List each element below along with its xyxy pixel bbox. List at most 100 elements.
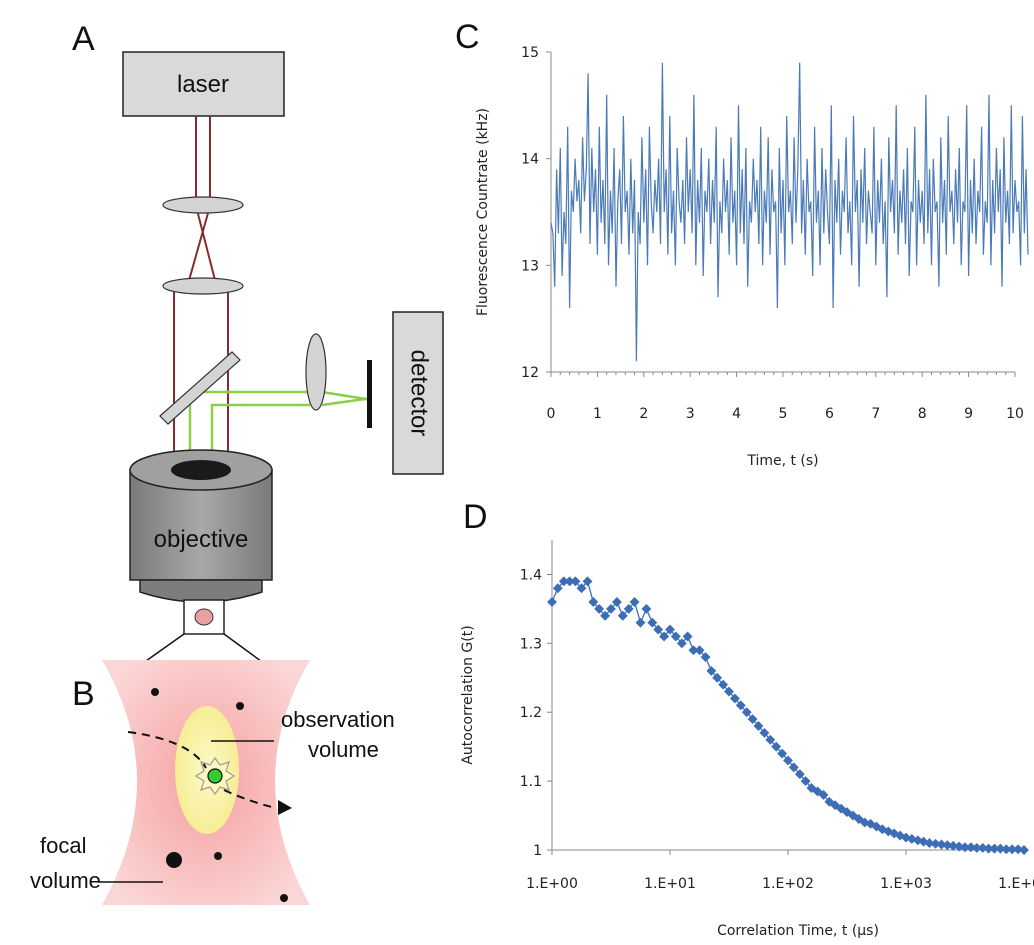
autocorrelation-point: [818, 789, 829, 800]
y-axis-label: Fluorescence Countrate (kHz): [475, 108, 491, 316]
y-tick-label: 1.3: [520, 636, 542, 652]
lens-2: [162, 277, 244, 295]
panel-label-d: D: [463, 498, 488, 536]
autocorrelation-point: [558, 576, 569, 587]
observation-label-2: volume: [308, 737, 379, 762]
autocorrelation-point: [670, 631, 681, 642]
autocorrelation-point: [647, 617, 658, 628]
autocorrelation-point: [1007, 844, 1018, 855]
autocorrelation-point: [635, 617, 646, 628]
x-tick-label: 1: [593, 406, 602, 422]
autocorrelation-point: [629, 597, 640, 607]
autocorrelation-point: [1013, 844, 1024, 855]
autocorrelation-point: [794, 769, 805, 780]
y-tick-label: 1.1: [520, 774, 542, 790]
autocorrelation-point: [659, 631, 670, 642]
diffusion-arrow: [278, 800, 292, 815]
laser-box: laser: [122, 51, 285, 117]
autocorrelation-line: [551, 579, 1025, 851]
x-axis-label: Time, t (s): [746, 453, 818, 469]
countrate-series-line: [550, 62, 1029, 362]
diffusion-path: [127, 731, 277, 809]
x-tick-label: 10: [1006, 406, 1024, 422]
autocorrelation-point: [617, 610, 628, 621]
autocorrelation-point: [700, 652, 711, 663]
autocorrelation-point: [765, 734, 776, 745]
panel-label-a: A: [72, 20, 95, 58]
focal-label-2: volume: [30, 868, 101, 893]
x-tick-label: 0: [547, 406, 556, 422]
pinhole: [367, 360, 372, 428]
y-tick-label: 13: [521, 258, 539, 274]
autocorrelation-point: [1019, 845, 1029, 855]
detector-lens: [305, 333, 327, 411]
autocorrelation-point: [971, 842, 982, 853]
y-axis-label: Autocorrelation G(t): [460, 625, 476, 764]
autocorrelation-point: [948, 840, 959, 851]
autocorrelation-point: [641, 603, 652, 614]
y-tick-label: 1.2: [520, 705, 542, 721]
autocorrelation-point: [718, 679, 729, 690]
x-tick-label: 1.E+02: [762, 876, 814, 892]
autocorrelation-point: [564, 576, 575, 587]
autocorrelation-point: [924, 838, 935, 849]
x-axis-label: Correlation Time, t (µs): [717, 923, 879, 939]
autocorrelation-point: [942, 840, 953, 851]
autocorrelation-point: [682, 631, 693, 642]
autocorrelation-point: [741, 707, 752, 718]
autocorrelation-point: [735, 700, 746, 711]
laser-label: laser: [177, 71, 229, 98]
x-tick-label: 1.E+01: [644, 876, 696, 892]
detector-box: detector: [392, 311, 444, 475]
autocorrelation-point: [582, 576, 593, 587]
autocorrelation-point: [777, 748, 788, 759]
x-tick-label: 6: [825, 406, 834, 422]
x-tick-label: 8: [918, 406, 927, 422]
y-tick-label: 12: [521, 365, 539, 381]
y-tick-label: 1.4: [520, 567, 542, 583]
autocorrelation-point: [547, 597, 557, 607]
x-tick-label: 5: [779, 406, 788, 422]
autocorrelation-point: [995, 843, 1006, 854]
x-tick-label: 1.E+00: [526, 876, 578, 892]
x-tick-label: 2: [639, 406, 648, 422]
detector-label: detector: [406, 350, 433, 437]
x-tick-label: 1.E+03: [880, 876, 932, 892]
autocorrelation-point: [588, 597, 599, 607]
y-tick-label: 14: [521, 152, 539, 168]
y-tick-label: 1: [533, 843, 542, 859]
dichroic-mirror: [159, 351, 241, 425]
autocorrelation-point: [759, 727, 770, 738]
autocorrelation-point: [600, 610, 611, 621]
autocorrelation-point: [954, 841, 965, 852]
autocorrelation-point: [989, 843, 1000, 854]
focal-label-1: focal: [40, 833, 86, 858]
autocorrelation-point: [1001, 844, 1012, 855]
autocorrelation-point: [594, 603, 605, 614]
autocorrelation-point: [665, 624, 675, 635]
autocorrelation-point: [576, 583, 587, 594]
panel-label-b: B: [72, 675, 95, 713]
fluorescent-molecule: [207, 768, 223, 784]
autocorrelation-point: [676, 638, 687, 649]
x-tick-label: 7: [871, 406, 880, 422]
laser-beam: [173, 116, 229, 478]
autocorrelation-point: [611, 597, 622, 607]
molecules: [151, 688, 288, 902]
autocorrelation-point: [712, 672, 723, 683]
autocorrelation-point: [783, 755, 793, 766]
objective-label: objective: [154, 526, 249, 553]
autocorrelation-point: [653, 624, 664, 635]
autocorrelation-point: [753, 721, 764, 731]
autocorrelation-point: [983, 843, 994, 854]
autocorrelation-point: [623, 603, 634, 614]
sample-spot: [194, 608, 214, 626]
autocorrelation-point: [694, 645, 705, 656]
autocorrelation-point: [606, 603, 616, 614]
autocorrelation-point: [570, 576, 581, 587]
autocorrelation-point: [747, 714, 758, 725]
observation-label-1: observation: [281, 707, 395, 732]
autocorrelation-point: [552, 583, 563, 594]
